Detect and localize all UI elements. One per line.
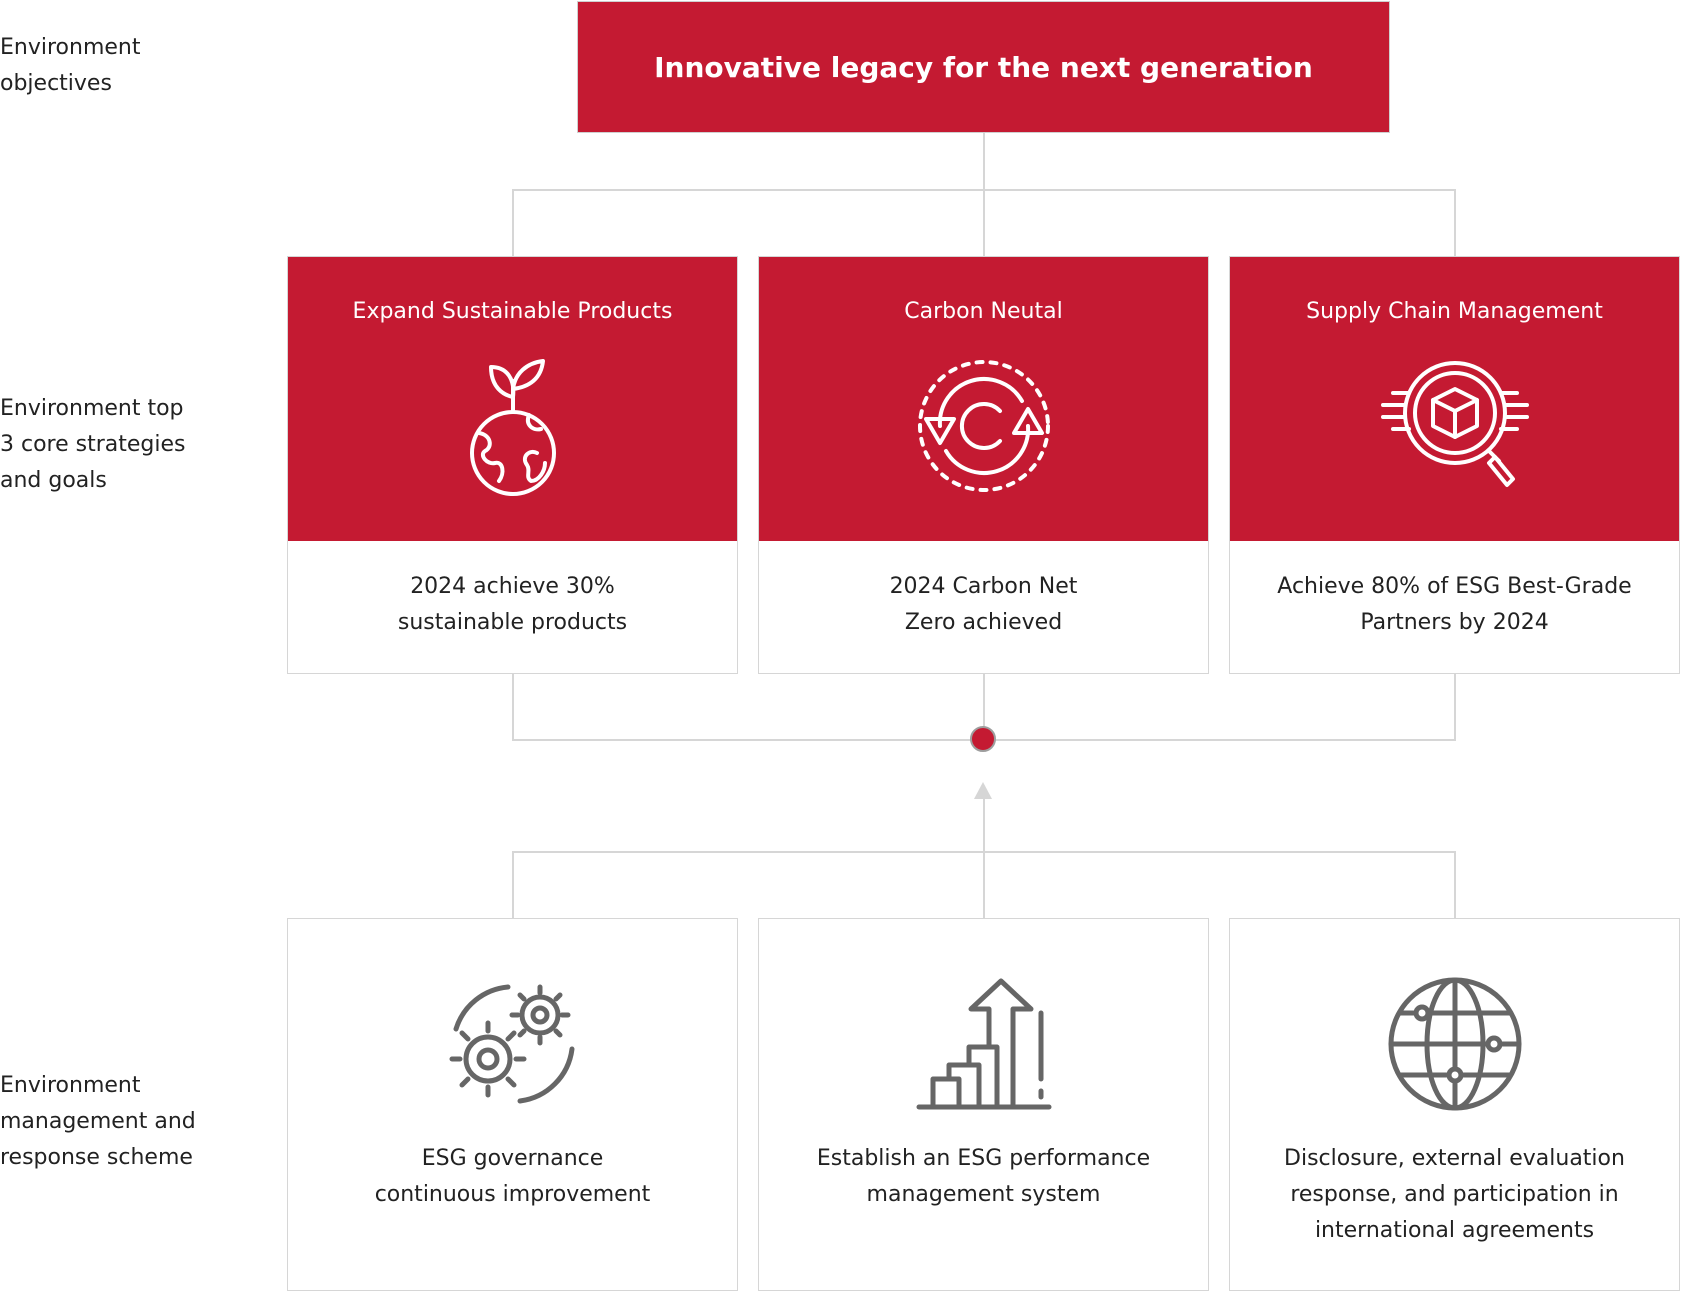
row-label-management: Environment management and response sche… — [0, 1073, 196, 1170]
growth-chart-icon — [916, 978, 1051, 1110]
package-search-icon — [1380, 361, 1529, 487]
objective-title: Innovative legacy for the next generatio… — [654, 50, 1313, 84]
objective-box: Innovative legacy for the next generatio… — [577, 1, 1390, 133]
plant-globe-icon — [469, 359, 556, 496]
management-text: ESG governance continuous improvement — [374, 1146, 651, 1207]
strategy-card-carbon-neutral: Carbon Neutal 2024 Carbon Net Zero achie… — [758, 256, 1209, 674]
strategy-card-header: Carbon Neutal — [759, 257, 1208, 541]
management-text: Establish an ESG performance management … — [816, 1146, 1151, 1207]
management-card-performance: Establish an ESG performance management … — [758, 918, 1209, 1291]
row-label-objectives: Environment objectives — [0, 35, 141, 96]
strategy-card-sustainable-products: Expand Sustainable Products 2024 achieve… — [287, 256, 738, 674]
strategy-title: Expand Sustainable Products — [352, 299, 673, 324]
connector-top-left — [512, 189, 514, 257]
up-arrow-icon — [974, 782, 992, 799]
strategy-goal: 2024 Carbon Net Zero achieved — [889, 574, 1078, 635]
connector-mid-left — [512, 673, 514, 741]
junction-dot — [970, 726, 996, 752]
strategy-title: Supply Chain Management — [1306, 299, 1603, 324]
connector-mid-right — [1454, 673, 1456, 741]
connector-objective-down — [983, 133, 985, 257]
management-card-governance: ESG governance continuous improvement — [287, 918, 738, 1291]
connector-bottom-left — [512, 851, 514, 919]
connector-bottom-right — [1454, 851, 1456, 919]
connector-mid-center — [983, 673, 985, 729]
network-globe-icon — [1388, 977, 1521, 1111]
connector-top-right — [1454, 189, 1456, 257]
management-card-disclosure: Disclosure, external evaluation response… — [1229, 918, 1680, 1291]
strategy-card-supply-chain: Supply Chain Management Achieve 80% of E… — [1229, 256, 1680, 674]
row-label-strategies: Environment top 3 core strategies and go… — [0, 396, 186, 493]
strategy-card-header: Expand Sustainable Products — [288, 257, 737, 541]
strategy-goal: 2024 achieve 30% sustainable products — [397, 574, 628, 635]
management-text: Disclosure, external evaluation response… — [1284, 1146, 1625, 1243]
strategy-title: Carbon Neutal — [904, 299, 1063, 324]
gears-icon — [449, 984, 574, 1104]
connector-top-horizontal — [512, 189, 1456, 191]
connector-arrow-shaft — [983, 799, 985, 919]
connector-bottom-horizontal — [512, 851, 1456, 853]
strategy-card-header: Supply Chain Management — [1230, 257, 1679, 541]
carbon-cycle-icon — [917, 360, 1050, 492]
strategy-goal: Achieve 80% of ESG Best-Grade Partners b… — [1277, 574, 1632, 635]
